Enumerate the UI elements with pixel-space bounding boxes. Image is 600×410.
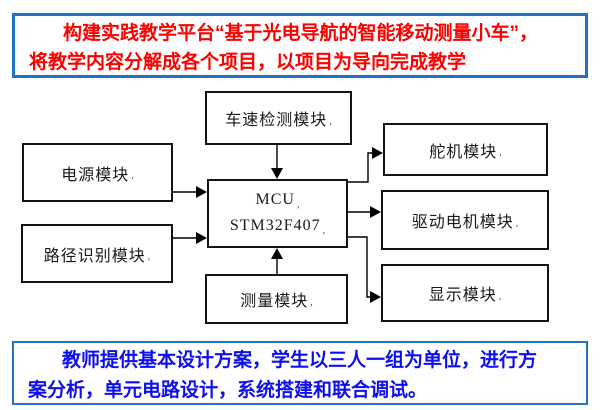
bottom-banner: 教师提供基本设计方案，学生以三人一组为单位，进行方 案分析，单元电路设计，系统搭… [12, 341, 588, 405]
paragraph-mark: , [310, 296, 313, 308]
mcu-name: MCU [255, 190, 295, 208]
paragraph-mark: , [499, 147, 502, 158]
module-label-power: 电源模块 [61, 166, 130, 184]
connector-path-to-mcu [173, 232, 207, 244]
connector-mcu-to-motor [348, 206, 381, 218]
module-box-mcu: MCU, STM32F407, [207, 179, 348, 248]
module-label-display: 显示模块 [428, 287, 497, 304]
module-box-display: 显示模块, [381, 264, 549, 322]
paragraph-mark: , [329, 115, 332, 127]
module-box-power: 电源模块, [22, 143, 173, 202]
connector-power-to-mcu [173, 186, 207, 198]
mcu-part-number: STM32F407 [229, 216, 321, 234]
paragraph-mark: , [498, 290, 502, 302]
paragraph-mark: , [147, 251, 151, 262]
module-label-motor: 驱动电机模块 [411, 214, 514, 231]
paragraph-mark: , [322, 224, 326, 236]
top-banner-line1: 构建实践教学平台“基于光电导航的智能移动测量小车”， [63, 23, 539, 44]
connector-mcu-to-servo [348, 147, 383, 183]
module-label-servo: 舵机模块 [429, 143, 498, 161]
bottom-banner-line2: 案分析，单元电路设计，系统搭建和联合调试。 [28, 380, 428, 401]
module-box-speed: 车速检测模块, [205, 91, 352, 145]
bottom-banner-line1: 教师提供基本设计方案，学生以三人一组为单位，进行方 [62, 350, 538, 371]
module-box-path: 路径识别模块, [21, 224, 173, 283]
mcu-label-line1: MCU, [256, 188, 300, 214]
top-banner-line2: 将教学内容分解成各个项目，以项目为导向完成教学 [29, 52, 467, 73]
paragraph-mark: , [296, 198, 300, 210]
module-box-measure: 测量模块, [205, 274, 348, 324]
connector-speed-to-mcu [271, 145, 283, 179]
connector-mcu-to-display [348, 236, 381, 303]
paragraph-mark: , [131, 170, 134, 181]
module-label-speed: 车速检测模块 [225, 112, 328, 129]
top-banner: 构建实践教学平台“基于光电导航的智能移动测量小车”， 将教学内容分解成各个项目，… [12, 13, 588, 78]
mcu-label-line2: STM32F407, [230, 214, 325, 240]
connector-measure-to-mcu [271, 248, 283, 274]
module-label-measure: 测量模块 [240, 293, 309, 310]
module-box-servo: 舵机模块, [383, 123, 548, 176]
module-box-motor: 驱动电机模块, [381, 190, 549, 250]
module-label-path: 路径识别模块 [43, 247, 146, 265]
paragraph-mark: , [515, 217, 519, 229]
